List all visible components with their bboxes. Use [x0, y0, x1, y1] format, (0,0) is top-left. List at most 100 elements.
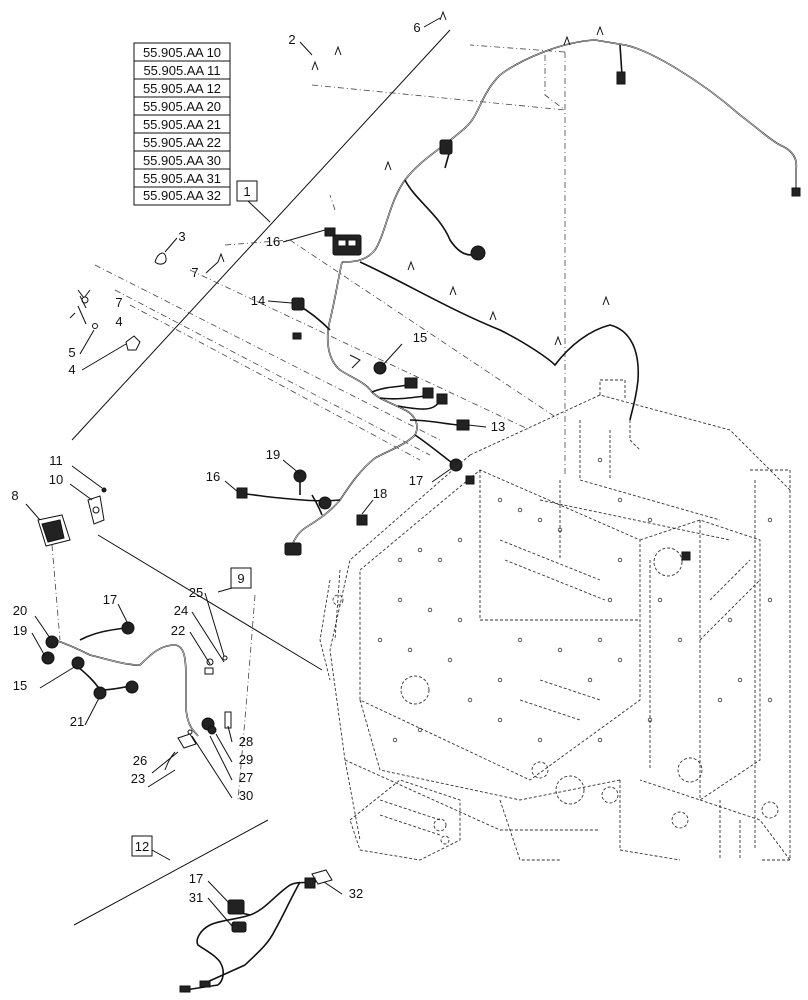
frame-rivet — [647, 517, 653, 523]
leader-lines — [25, 17, 487, 927]
callout-10[interactable]: 10 — [49, 472, 63, 487]
callout-16[interactable]: 16 — [206, 469, 220, 484]
callout-numbers: 2 6 3 7 16 14 7 4 5 4 15 13 19 11 16 17 … — [11, 20, 505, 905]
callout-4[interactable]: 4 — [115, 314, 122, 329]
frame-rivet — [517, 637, 523, 643]
frame-rivet — [517, 507, 523, 513]
frame-rivet — [537, 517, 543, 523]
frame-rivet — [437, 557, 443, 563]
callout-25[interactable]: 25 — [189, 585, 203, 600]
callout-6[interactable]: 6 — [413, 20, 420, 35]
frame-rivet — [617, 497, 623, 503]
frame-rivet — [497, 717, 503, 723]
reference-row[interactable]: 55.905.AA 30 — [143, 153, 221, 168]
frame-rivet — [457, 537, 463, 543]
callout-15[interactable]: 15 — [13, 678, 27, 693]
callout-7[interactable]: 7 — [115, 295, 122, 310]
callout-15[interactable]: 15 — [413, 330, 427, 345]
callout-23[interactable]: 23 — [131, 771, 145, 786]
frame-rivet — [407, 647, 413, 653]
reference-row[interactable]: 55.905.AA 11 — [143, 63, 220, 78]
frame-rivet — [727, 617, 733, 623]
frame-rivet — [717, 697, 723, 703]
callout-32[interactable]: 32 — [349, 886, 363, 901]
frame-rivet — [417, 547, 423, 553]
callout-3[interactable]: 3 — [178, 229, 185, 244]
callout-28[interactable]: 28 — [239, 734, 253, 749]
callout-22[interactable]: 22 — [171, 623, 185, 638]
callout-19[interactable]: 19 — [266, 447, 280, 462]
callout-24[interactable]: 24 — [174, 603, 188, 618]
frame-rivet — [497, 677, 503, 683]
callout-31[interactable]: 31 — [189, 890, 203, 905]
frame-rivet — [417, 727, 423, 733]
group-12: 12 — [73, 819, 269, 926]
callout-4[interactable]: 4 — [68, 362, 75, 377]
frame-rivet — [497, 497, 503, 503]
group-9-harness — [41, 621, 232, 771]
frame-rivet — [597, 737, 603, 743]
frame-rivet — [767, 517, 773, 523]
frame-rivet — [557, 527, 563, 533]
harness-connectors — [236, 71, 801, 556]
callout-26[interactable]: 26 — [133, 753, 147, 768]
callout-5[interactable]: 5 — [68, 345, 75, 360]
frame-rivet — [377, 637, 383, 643]
reference-row[interactable]: 55.905.AA 21 — [143, 117, 221, 132]
callout-11[interactable]: 11 — [49, 453, 63, 468]
frame-rivet — [457, 617, 463, 623]
callout-17[interactable]: 17 — [189, 871, 203, 886]
frame-rivet — [617, 557, 623, 563]
callout-7[interactable]: 7 — [191, 265, 198, 280]
frame-rivet — [537, 737, 543, 743]
frame-rivet — [597, 637, 603, 643]
callout-16[interactable]: 16 — [266, 234, 280, 249]
frame-rivet — [587, 677, 593, 683]
group-12-harness — [179, 869, 333, 993]
left-small-parts — [69, 252, 167, 351]
group-label-12: 12 — [135, 839, 149, 854]
frame-rivet — [657, 597, 663, 603]
frame-rivet — [677, 637, 683, 643]
frame-rivet — [737, 677, 743, 683]
callout-18[interactable]: 18 — [373, 486, 387, 501]
callout-20[interactable]: 20 — [13, 603, 27, 618]
callout-2[interactable]: 2 — [288, 32, 295, 47]
reference-row[interactable]: 55.905.AA 32 — [143, 188, 221, 203]
frame-rivet — [397, 597, 403, 603]
group-label-9: 9 — [237, 571, 244, 586]
frame-rivet — [427, 607, 433, 613]
callout-17[interactable]: 17 — [103, 592, 117, 607]
main-harness — [243, 39, 798, 553]
frame-rivet — [557, 647, 563, 653]
group-9: 9 — [97, 534, 323, 671]
reference-row[interactable]: 55.905.AA 31 — [143, 171, 221, 186]
display-module — [37, 487, 107, 547]
group-label-1: 1 — [243, 184, 250, 199]
frame-rivet — [767, 597, 773, 603]
callout-14[interactable]: 14 — [251, 293, 265, 308]
baler-frame — [319, 379, 791, 861]
callout-27[interactable]: 27 — [239, 770, 253, 785]
frame-rivet — [597, 457, 603, 463]
frame-rivet — [607, 597, 613, 603]
frame-rivet — [397, 557, 403, 563]
callout-13[interactable]: 13 — [491, 419, 505, 434]
reference-table: 55.905.AA 10 55.905.AA 11 55.905.AA 12 5… — [133, 42, 258, 206]
reference-row[interactable]: 55.905.AA 12 — [143, 81, 221, 96]
callout-21[interactable]: 21 — [70, 714, 84, 729]
callout-8[interactable]: 8 — [11, 488, 18, 503]
callout-17[interactable]: 17 — [409, 473, 423, 488]
frame-rivet — [767, 697, 773, 703]
frame-rivet — [467, 697, 473, 703]
callout-29[interactable]: 29 — [239, 752, 253, 767]
reference-row[interactable]: 55.905.AA 10 — [143, 45, 221, 60]
callout-19[interactable]: 19 — [13, 623, 27, 638]
reference-row[interactable]: 55.905.AA 22 — [143, 135, 221, 150]
reference-row[interactable]: 55.905.AA 20 — [143, 99, 221, 114]
cable-clips — [217, 10, 610, 346]
frame-rivet — [647, 717, 653, 723]
callout-30[interactable]: 30 — [239, 788, 253, 803]
frame-rivet — [392, 737, 398, 743]
